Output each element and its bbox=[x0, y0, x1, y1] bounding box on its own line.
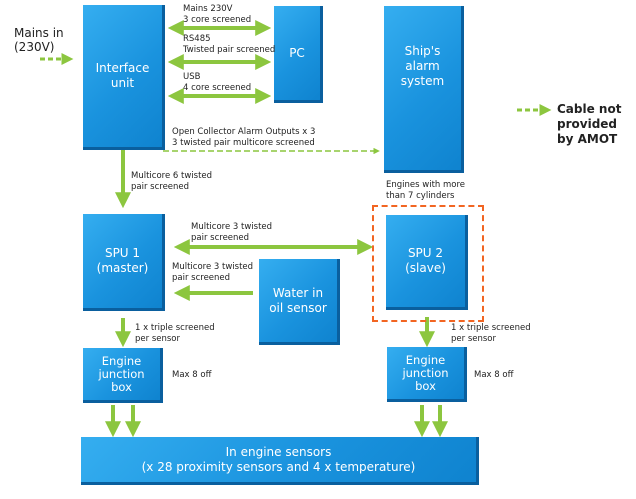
engines-note: Engines with more than 7 cylinders bbox=[386, 180, 466, 201]
junction-box-1: Engine junction box bbox=[83, 348, 163, 403]
triple-screened-label-2: 1 x triple screened per sensor bbox=[451, 323, 531, 344]
spu-link-cable-label: Multicore 3 twisted pair screened bbox=[191, 222, 273, 243]
junction-box-2-label: Engine junction box bbox=[402, 352, 449, 393]
interface-unit-label: Interface unit bbox=[95, 61, 150, 90]
junction-box-1-label: Engine junction box bbox=[98, 353, 145, 394]
water-in-oil-sensor-box: Water in oil sensor bbox=[259, 259, 340, 345]
pc-box: PC bbox=[274, 6, 323, 103]
alarm-system-box: Ship's alarm system bbox=[384, 6, 464, 173]
alarm-outputs-cable-label: Open Collector Alarm Outputs x 3 3 twist… bbox=[172, 127, 316, 148]
rs485-cable-label: RS485 Twisted pair screened bbox=[183, 34, 276, 55]
max-8-off-label-2: Max 8 off bbox=[474, 370, 514, 380]
max-8-off-label-1: Max 8 off bbox=[172, 370, 212, 380]
engine-sensors-label: In engine sensors (x 28 proximity sensor… bbox=[141, 444, 416, 474]
spu2-box: SPU 2 (slave) bbox=[386, 215, 468, 310]
water-link-cable-label: Multicore 3 twisted pair screened bbox=[172, 262, 254, 283]
water-in-oil-sensor-label: Water in oil sensor bbox=[269, 285, 327, 315]
spu1-label: SPU 1 (master) bbox=[96, 246, 149, 275]
engine-sensors-box: In engine sensors (x 28 proximity sensor… bbox=[81, 437, 479, 485]
interface-unit-box: Interface unit bbox=[83, 5, 165, 150]
alarm-system-label: Ship's alarm system bbox=[400, 44, 445, 88]
spu2-label: SPU 2 (slave) bbox=[405, 246, 446, 275]
junction-box-2: Engine junction box bbox=[387, 347, 467, 402]
mains-pc-cable-label: Mains 230V 3 core screened bbox=[183, 4, 252, 25]
usb-cable-label: USB 4 core screened bbox=[183, 72, 252, 93]
legend-label: Cable not provided by AMOT bbox=[557, 102, 622, 146]
spu1-box: SPU 1 (master) bbox=[83, 214, 165, 311]
triple-screened-label-1: 1 x triple screened per sensor bbox=[135, 323, 215, 344]
multicore6-cable-label: Multicore 6 twisted pair screened bbox=[131, 171, 213, 192]
slave-outline bbox=[372, 205, 484, 322]
pc-label: PC bbox=[289, 45, 305, 60]
mains-in-label: Mains in (230V) bbox=[14, 26, 64, 54]
